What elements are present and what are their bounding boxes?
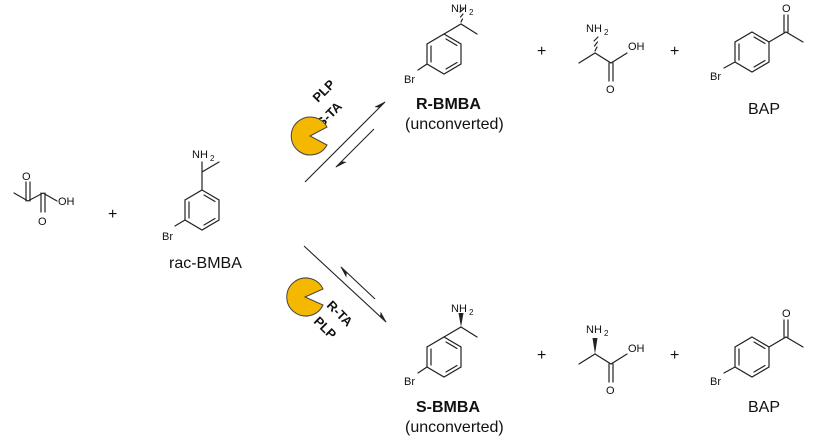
forward-arrow-bottom	[303, 245, 387, 323]
s-bmba-label: S-BMBA	[416, 399, 480, 416]
bap-label-top: BAP	[748, 101, 780, 118]
plus-sign: +	[670, 43, 679, 60]
atom-o: O	[38, 216, 47, 228]
plus-sign: +	[537, 43, 546, 60]
atom-o: O	[22, 171, 31, 183]
atom-nh: NH	[451, 303, 467, 315]
pacman-enzyme-icon	[286, 277, 324, 317]
atom-subscript: 2	[210, 154, 215, 163]
s-bmba-note: (unconverted)	[405, 419, 504, 436]
atom-o: O	[782, 308, 791, 320]
atom-oh: OH	[58, 196, 75, 208]
atom-br: Br	[710, 71, 721, 83]
atom-br: Br	[404, 74, 415, 86]
bap-structure-bottom: O Br	[710, 308, 804, 388]
atom-subscript: 2	[604, 329, 609, 338]
bap-label-bottom: BAP	[748, 399, 780, 416]
pacman-enzyme-icon	[290, 116, 328, 156]
atom-nh: NH	[586, 23, 602, 35]
bap-structure-top: O Br	[710, 3, 804, 83]
s-bmba-structure: Br NH 2	[404, 303, 478, 388]
atom-br: Br	[404, 376, 415, 388]
atom-oh: OH	[628, 343, 645, 355]
atom-subscript: 2	[469, 308, 474, 317]
alanine-structure-top: NH 2 OH O	[578, 23, 645, 96]
plus-sign: +	[108, 206, 117, 223]
reverse-arrow-bottom	[340, 266, 376, 300]
pyruvate-structure: O O OH	[13, 171, 75, 228]
forward-arrow-top	[304, 101, 386, 183]
r-bmba-note: (unconverted)	[405, 116, 504, 133]
atom-o: O	[606, 84, 615, 96]
atom-nh: NH	[586, 324, 602, 336]
rac-bmba-structure: Br NH 2	[162, 149, 220, 243]
atom-o: O	[782, 3, 791, 15]
rac-bmba-label: rac-BMBA	[169, 255, 242, 272]
r-bmba-label: R-BMBA	[416, 96, 481, 113]
atom-nh: NH	[192, 149, 208, 161]
plus-sign: +	[537, 347, 546, 364]
r-bmba-structure: Br NH 2	[404, 3, 478, 86]
atom-br: Br	[162, 231, 173, 243]
plus-sign: +	[670, 347, 679, 364]
atom-nh: NH	[451, 3, 467, 15]
atom-br: Br	[710, 376, 721, 388]
atom-oh: OH	[628, 41, 645, 53]
alanine-structure-bottom: NH 2 OH O	[578, 324, 645, 397]
atom-o: O	[606, 385, 615, 397]
atom-subscript: 2	[469, 8, 474, 17]
reverse-arrow-top	[335, 128, 375, 168]
wedge-bond	[458, 313, 464, 327]
wedge-bond	[592, 338, 598, 354]
atom-subscript: 2	[604, 28, 609, 37]
